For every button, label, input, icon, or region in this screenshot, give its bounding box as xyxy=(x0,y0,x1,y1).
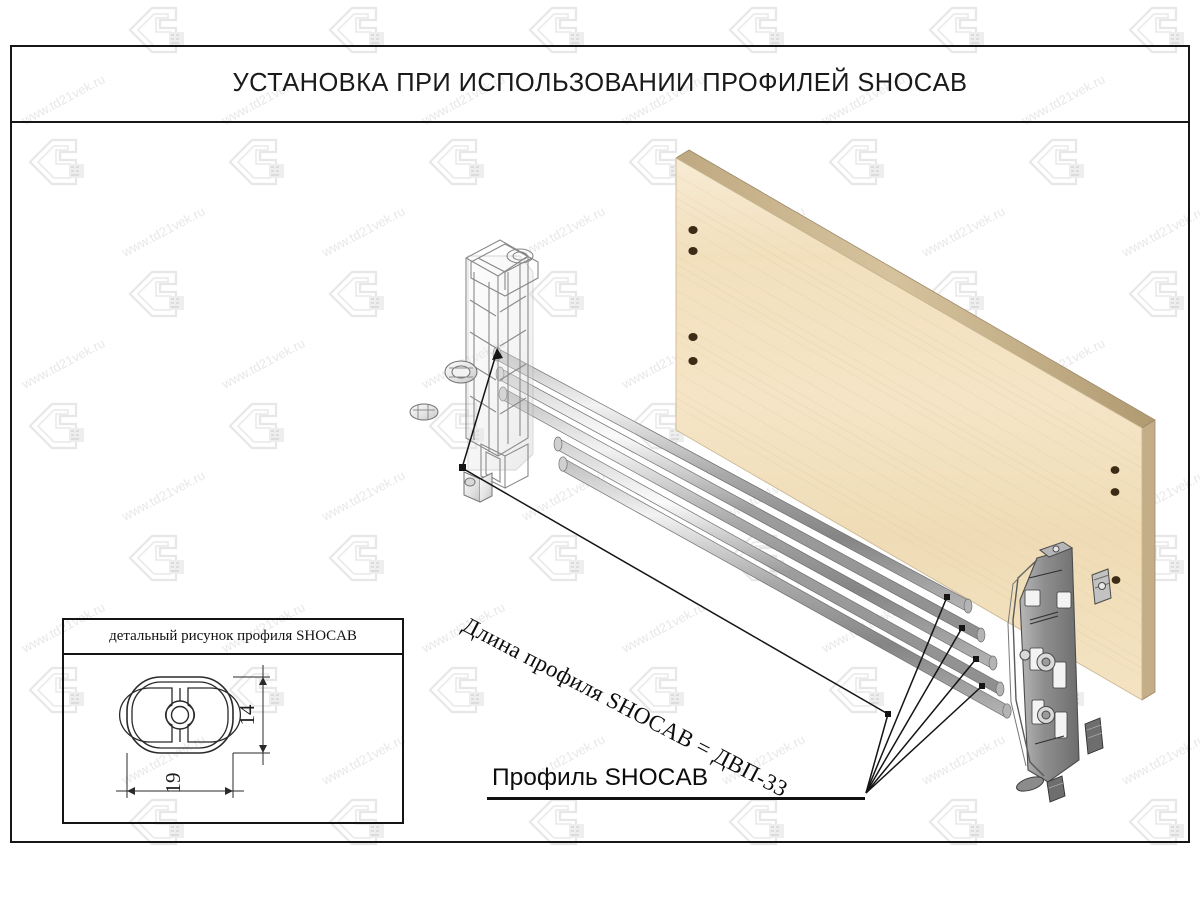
profile-hub-bore xyxy=(170,705,190,725)
profile-cross-section-drawing: 14 19 xyxy=(116,665,270,798)
dimension-arrowhead xyxy=(492,348,503,360)
dimension-height-label: 14 xyxy=(235,704,259,726)
profile-outer-shell xyxy=(126,676,234,754)
loose-end-caps xyxy=(1046,717,1104,803)
bracket-bosses xyxy=(1019,649,1056,724)
panel-face xyxy=(675,157,1143,701)
panel-drill-holes xyxy=(688,226,1121,584)
profile-cross-section-wrap: 14 19 xyxy=(64,655,402,824)
detail-box-header: детальный рисунок профиля SHOCAB xyxy=(64,620,402,655)
profile-inner-shell xyxy=(131,681,229,749)
dimension-width-label: 19 xyxy=(161,773,185,794)
detail-box: детальный рисунок профиля SHOCAB xyxy=(62,618,404,824)
profile-rod-5 xyxy=(558,456,1012,719)
profile-hub-outer xyxy=(165,700,195,730)
hinge-plate xyxy=(1091,568,1112,605)
page-title: УСТАНОВКА ПРИ ИСПОЛЬЗОВАНИИ ПРОФИЛЕЙ SHO… xyxy=(232,68,968,97)
shocab-profile-rods xyxy=(492,346,1012,719)
leader-terminators xyxy=(459,464,985,717)
wooden-panel xyxy=(675,149,1156,701)
leader-lines xyxy=(459,348,985,794)
dimension-leader-long xyxy=(461,467,889,715)
title-band: УСТАНОВКА ПРИ ИСПОЛЬЗОВАНИИ ПРОФИЛЕЙ SHO… xyxy=(10,45,1190,123)
detail-box-title: детальный рисунок профиля SHOCAB xyxy=(109,628,357,644)
profile-name-underline xyxy=(487,797,865,800)
profile-name-label: Профиль SHOCAB xyxy=(492,764,709,791)
drawing-frame xyxy=(10,45,1190,843)
callout-fan xyxy=(865,596,983,794)
dimension-width xyxy=(116,753,244,798)
